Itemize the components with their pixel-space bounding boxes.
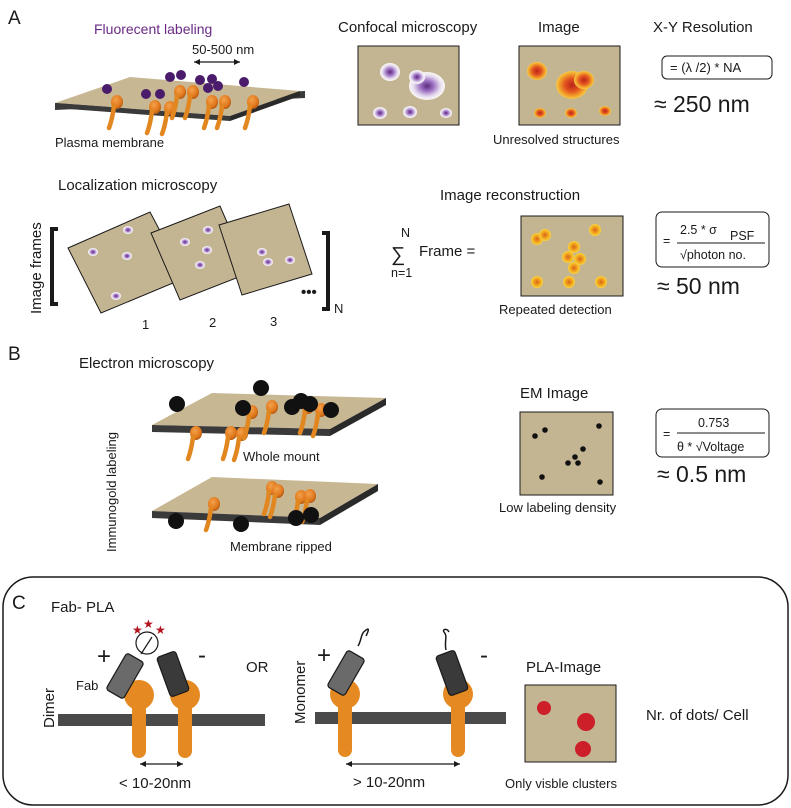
sum-lower-limit: n=1 xyxy=(391,266,412,280)
panel-a-letter: A xyxy=(8,8,21,29)
monomer-distance-label: > 10-20nm xyxy=(353,774,425,791)
frames-bracket-right xyxy=(322,231,330,311)
dimer-plus: + xyxy=(97,643,111,670)
plasma-membrane-label: Plasma membrane xyxy=(55,135,164,150)
monomer-minus: - xyxy=(480,642,488,669)
monomer-label: Monomer xyxy=(292,661,309,724)
frame-number-3: 3 xyxy=(270,314,277,329)
sum-frame-text: Frame = xyxy=(419,243,476,260)
image-frame-3 xyxy=(218,203,313,296)
confocal-title: Confocal microscopy xyxy=(338,19,478,36)
confocal-image xyxy=(357,45,460,126)
dots-per-cell-label: Nr. of dots/ Cell xyxy=(646,707,749,724)
distance-label: 50-500 nm xyxy=(192,42,254,57)
frame-number-2: 2 xyxy=(209,315,216,330)
dimer-label: Dimer xyxy=(41,688,58,728)
confocal-resolution: ≈ 250 nm xyxy=(654,91,750,117)
monomer-distance-arrow xyxy=(346,761,460,767)
reconstructed-image xyxy=(520,215,624,297)
image-title: Image xyxy=(538,19,580,36)
fluor-receptors xyxy=(102,70,259,134)
low-labeling-label: Low labeling density xyxy=(499,500,617,515)
dimer-distance-label: < 10-20nm xyxy=(119,775,191,792)
localization-formula-eq: = xyxy=(663,234,670,248)
dimer-membrane xyxy=(58,714,265,726)
em-formula-denominator: θ * √Voltage xyxy=(677,440,744,454)
reconstruction-title: Image reconstruction xyxy=(440,187,580,204)
membrane-ripped-label: Membrane ripped xyxy=(230,539,332,554)
confocal-output-image xyxy=(518,45,621,126)
xy-resolution-title: X-Y Resolution xyxy=(653,19,753,36)
em-image-title: EM Image xyxy=(520,385,588,402)
em-formula-eq: = xyxy=(663,427,670,441)
frames-ellipsis: ••• xyxy=(301,284,317,301)
sum-upper-limit: N xyxy=(401,226,410,240)
em-image xyxy=(519,411,614,496)
localization-title: Localization microscopy xyxy=(58,177,218,194)
em-formula-numerator: 0.753 xyxy=(698,416,729,430)
immunogold-label: Immunogold labeling xyxy=(104,432,119,552)
dimer-distance-arrow xyxy=(140,761,183,767)
repeated-detection-label: Repeated detection xyxy=(499,302,612,317)
sum-symbol: ∑ xyxy=(391,244,405,266)
frames-bracket-left xyxy=(50,227,58,306)
electron-title: Electron microscopy xyxy=(79,355,215,372)
star-icon: ★ xyxy=(155,623,166,637)
star-icon: ★ xyxy=(143,617,154,631)
monomer-plus: + xyxy=(317,642,331,669)
dimer-receptors: ★ ★ ★ xyxy=(106,617,200,758)
panel-c-letter: C xyxy=(12,593,26,614)
confocal-formula-box xyxy=(661,55,773,80)
whole-mount-membrane xyxy=(152,380,386,460)
localization-formula-box xyxy=(655,211,770,268)
confocal-formula: = (λ /2) * NA xyxy=(670,60,741,75)
dimer-minus: - xyxy=(198,642,206,669)
localization-resolution: ≈ 50 nm xyxy=(657,273,740,299)
only-visible-label: Only visble clusters xyxy=(505,776,617,791)
star-icon: ★ xyxy=(132,623,143,637)
frame-number-1: 1 xyxy=(142,317,149,332)
localization-formula-numerator: 2.5 * σ xyxy=(680,223,717,237)
pla-image-title: PLA-Image xyxy=(526,659,601,676)
whole-mount-label: Whole mount xyxy=(243,449,320,464)
pla-image xyxy=(524,684,617,763)
monomer-receptors xyxy=(327,628,473,757)
image-frames-label: Image frames xyxy=(28,222,45,314)
fluorescent-labeling-label: Fluorecent labeling xyxy=(94,21,212,37)
localization-formula-denominator: √photon no. xyxy=(680,248,746,262)
fab-pla-title: Fab- PLA xyxy=(51,599,114,616)
ripped-membrane xyxy=(152,477,378,532)
em-resolution: ≈ 0.5 nm xyxy=(657,461,746,487)
n-frames-label: N xyxy=(334,301,343,316)
distance-arrow xyxy=(194,59,240,65)
or-label: OR xyxy=(246,659,269,676)
fab-label: Fab xyxy=(76,678,98,693)
panel-c-frame xyxy=(2,576,789,806)
unresolved-label: Unresolved structures xyxy=(493,132,620,147)
panel-b-letter: B xyxy=(8,344,21,365)
localization-formula-subscript: PSF xyxy=(730,229,755,243)
